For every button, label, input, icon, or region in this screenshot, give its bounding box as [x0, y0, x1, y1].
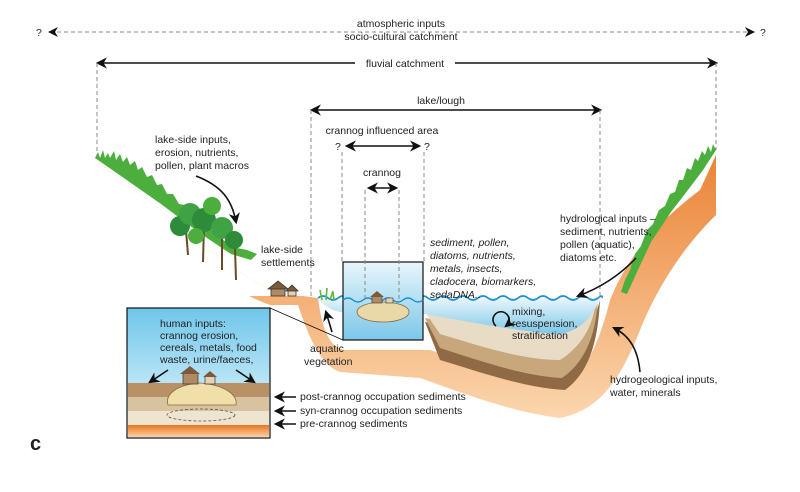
lakeside-settlements-2: settlements	[261, 257, 315, 269]
mixing-2: resuspension,	[512, 318, 577, 330]
atmospheric-label-2: socio-cultural catchment	[344, 31, 457, 43]
sediment-label-arrows	[273, 391, 296, 430]
lakeside-inputs-2: erosion, nutrients,	[155, 147, 238, 159]
human-inputs-3: cereals, metals, food	[160, 342, 257, 354]
atmospheric-label-1: atmospheric inputs	[357, 18, 445, 30]
hydrological-1: hydrological inputs –	[560, 213, 656, 225]
hydrogeological-2: water, minerals	[609, 387, 681, 399]
sediment-list-4: cladocera, biomarkers,	[430, 276, 536, 288]
hydrogeological-1: hydrogeological inputs,	[610, 374, 717, 386]
q-right: ?	[760, 27, 766, 39]
crannog-lake-inset	[342, 261, 424, 341]
sediment-list-3: metals, insects,	[430, 263, 502, 275]
crannog-q-left: ?	[335, 141, 341, 153]
crannog-area-label: crannog influenced area	[326, 125, 439, 137]
soil-band	[95, 155, 716, 418]
lakeside-inputs-3: pollen, plant macros	[155, 160, 249, 172]
aquatic-vegetation-2: vegetation	[304, 356, 353, 368]
aquatic-vegetation-1: aquatic	[310, 343, 344, 355]
mixing-3: stratification	[512, 330, 568, 342]
sediment-light-layer	[425, 300, 596, 360]
post-crannog-label: post-crannog occupation sediments	[300, 391, 466, 403]
pre-crannog-label: pre-crannog sediments	[300, 418, 407, 430]
lake-label: lake/lough	[417, 95, 465, 107]
sediment-list-2: diatoms, nutrients,	[430, 250, 516, 262]
hydrological-3: pollen (aquatic),	[560, 239, 635, 251]
diagram-text: atmospheric inputs socio-cultural catchm…	[30, 18, 766, 455]
lakeside-inputs-1: lake-side inputs,	[155, 134, 231, 146]
annotation-arrows	[195, 175, 641, 373]
landscape	[95, 144, 716, 418]
human-inputs-2: crannog erosion,	[160, 330, 238, 342]
sediment-list-5: sedaDNA..	[430, 289, 481, 301]
q-left: ?	[36, 27, 42, 39]
grass-left	[95, 150, 257, 260]
mixing-1: mixing,	[512, 306, 545, 318]
pre-crannog-layer	[128, 411, 269, 425]
hydrological-4: diatoms etc.	[560, 252, 617, 264]
panel-letter: c	[30, 433, 41, 455]
lakeside-huts	[266, 280, 299, 297]
lakeside-settlements-1: lake-side	[261, 244, 303, 256]
trees	[170, 197, 243, 281]
grass-right	[621, 144, 716, 294]
syn-crannog-label: syn-crannog occupation sediments	[300, 405, 462, 417]
crannog-q-right: ?	[424, 141, 430, 153]
sediment-list-1: sediment, pollen,	[430, 237, 509, 249]
human-inputs-4: waste, urine/faeces,	[159, 354, 253, 366]
hydrological-2: sediment, nutrients,	[560, 226, 652, 238]
fluvial-label: fluvial catchment	[366, 58, 444, 70]
human-inputs-1: human inputs:	[160, 318, 226, 330]
crannog-label: crannog	[363, 167, 401, 179]
crannog-cross-section-inset	[126, 307, 271, 439]
